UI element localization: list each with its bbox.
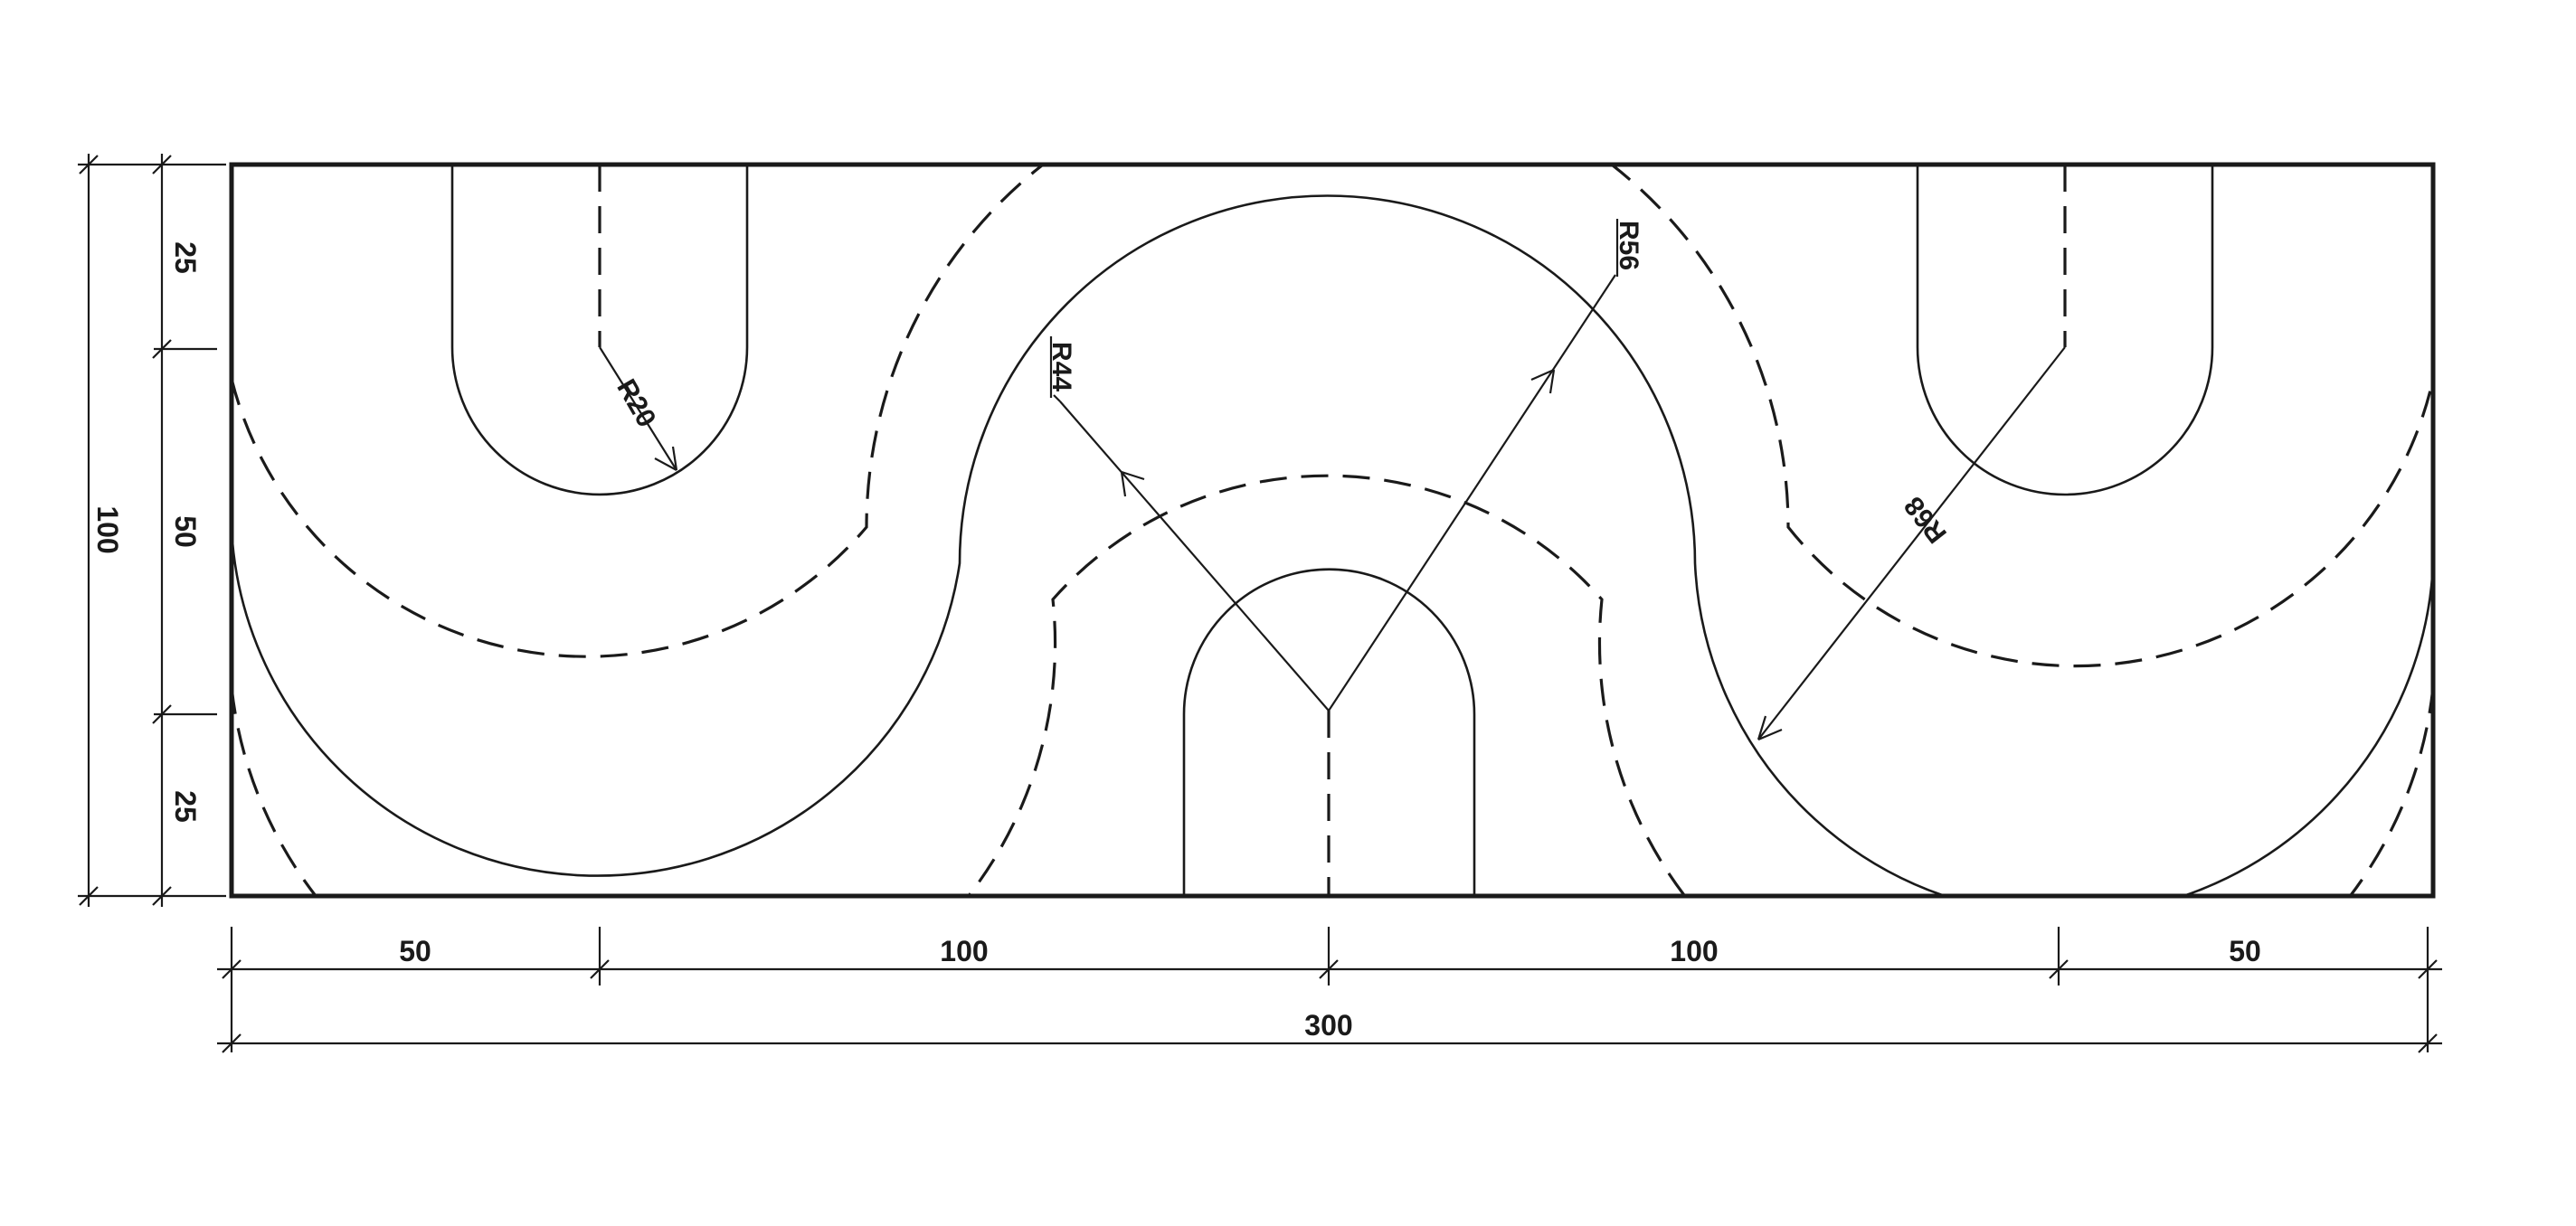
dimension-vertical-overall: 100	[91, 505, 124, 553]
horizontal-dimensions	[217, 927, 2442, 1053]
wave-centerline	[232, 194, 2433, 896]
slot-top-right	[1916, 165, 2214, 496]
dimension-horizontal-100-right: 100	[1670, 935, 1718, 967]
radius-label-r56: R56	[1614, 221, 1643, 270]
dimension-horizontal-50-right: 50	[2229, 935, 2261, 967]
svg-text:25: 25	[169, 790, 202, 823]
dimension-vertical-25-bottom: 25	[169, 790, 202, 823]
dimension-horizontal-overall: 300	[1304, 1009, 1352, 1042]
slot-bottom-center	[1182, 568, 1476, 896]
svg-text:R56: R56	[1614, 221, 1643, 270]
svg-text:25: 25	[169, 241, 202, 274]
svg-text:50: 50	[169, 515, 202, 548]
dimension-vertical-50: 50	[169, 515, 202, 548]
svg-text:100: 100	[91, 505, 124, 553]
dimension-horizontal-100-left: 100	[940, 935, 988, 967]
radius-leader-r20	[599, 346, 678, 471]
radius-leader-r44	[1053, 394, 1330, 712]
vertical-dimensions	[78, 154, 226, 907]
svg-text:R20: R20	[611, 374, 661, 432]
dimension-horizontal-50-left: 50	[399, 935, 431, 967]
wave-paths	[232, 165, 2433, 896]
radius-label-r20: R20	[611, 374, 661, 432]
wave-lower-dashed	[232, 474, 2433, 896]
wave-upper-dashed	[232, 165, 2433, 668]
dimension-vertical-25-top: 25	[169, 241, 202, 274]
radius-leader-r56	[1328, 274, 1616, 712]
radius-leader-r68	[1757, 346, 2066, 741]
slot-top-left	[450, 165, 749, 496]
plate-outline	[229, 162, 2436, 899]
